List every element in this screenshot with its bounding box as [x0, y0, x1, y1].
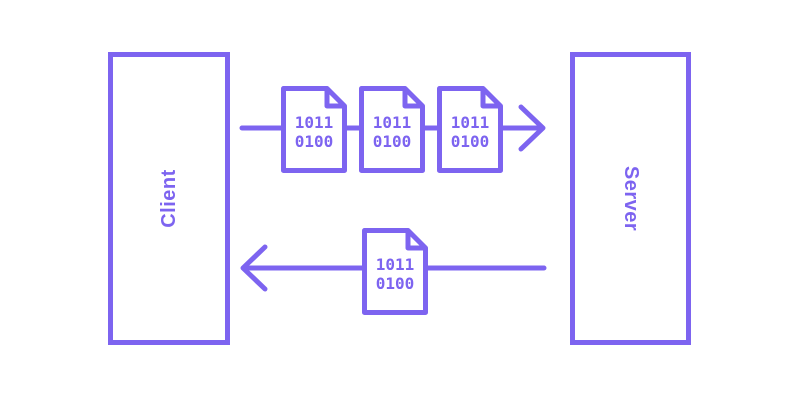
document-page-icon: [362, 228, 428, 315]
packet-binary-text: 1011 0100: [451, 113, 490, 151]
document-icon: 1011 0100: [359, 86, 425, 173]
server-label: Server: [620, 165, 642, 232]
packet-binary-line1: 1011: [372, 113, 412, 133]
document-page-icon: [359, 86, 425, 173]
document-icon: 1011 0100: [362, 228, 428, 315]
packet-binary-text: 1011 0100: [295, 113, 334, 151]
packet-binary-line2: 0100: [375, 274, 415, 294]
server-box: Server: [570, 52, 691, 345]
packet-binary-line1: 1011: [450, 113, 490, 133]
packet-binary-line2: 0100: [372, 132, 412, 152]
client-box: Client: [108, 52, 230, 345]
document-icon: 1011 0100: [281, 86, 347, 173]
document-page-icon: [281, 86, 347, 173]
packet-binary-line2: 0100: [450, 132, 490, 152]
client-label: Client: [157, 169, 180, 228]
packet-binary-text: 1011 0100: [373, 113, 412, 151]
packet-binary-line1: 1011: [375, 255, 415, 275]
packet-binary-text: 1011 0100: [376, 255, 415, 293]
packet-binary-line2: 0100: [294, 132, 334, 152]
packet-binary-line1: 1011: [294, 113, 334, 133]
document-icon: 1011 0100: [437, 86, 503, 173]
document-page-icon: [437, 86, 503, 173]
